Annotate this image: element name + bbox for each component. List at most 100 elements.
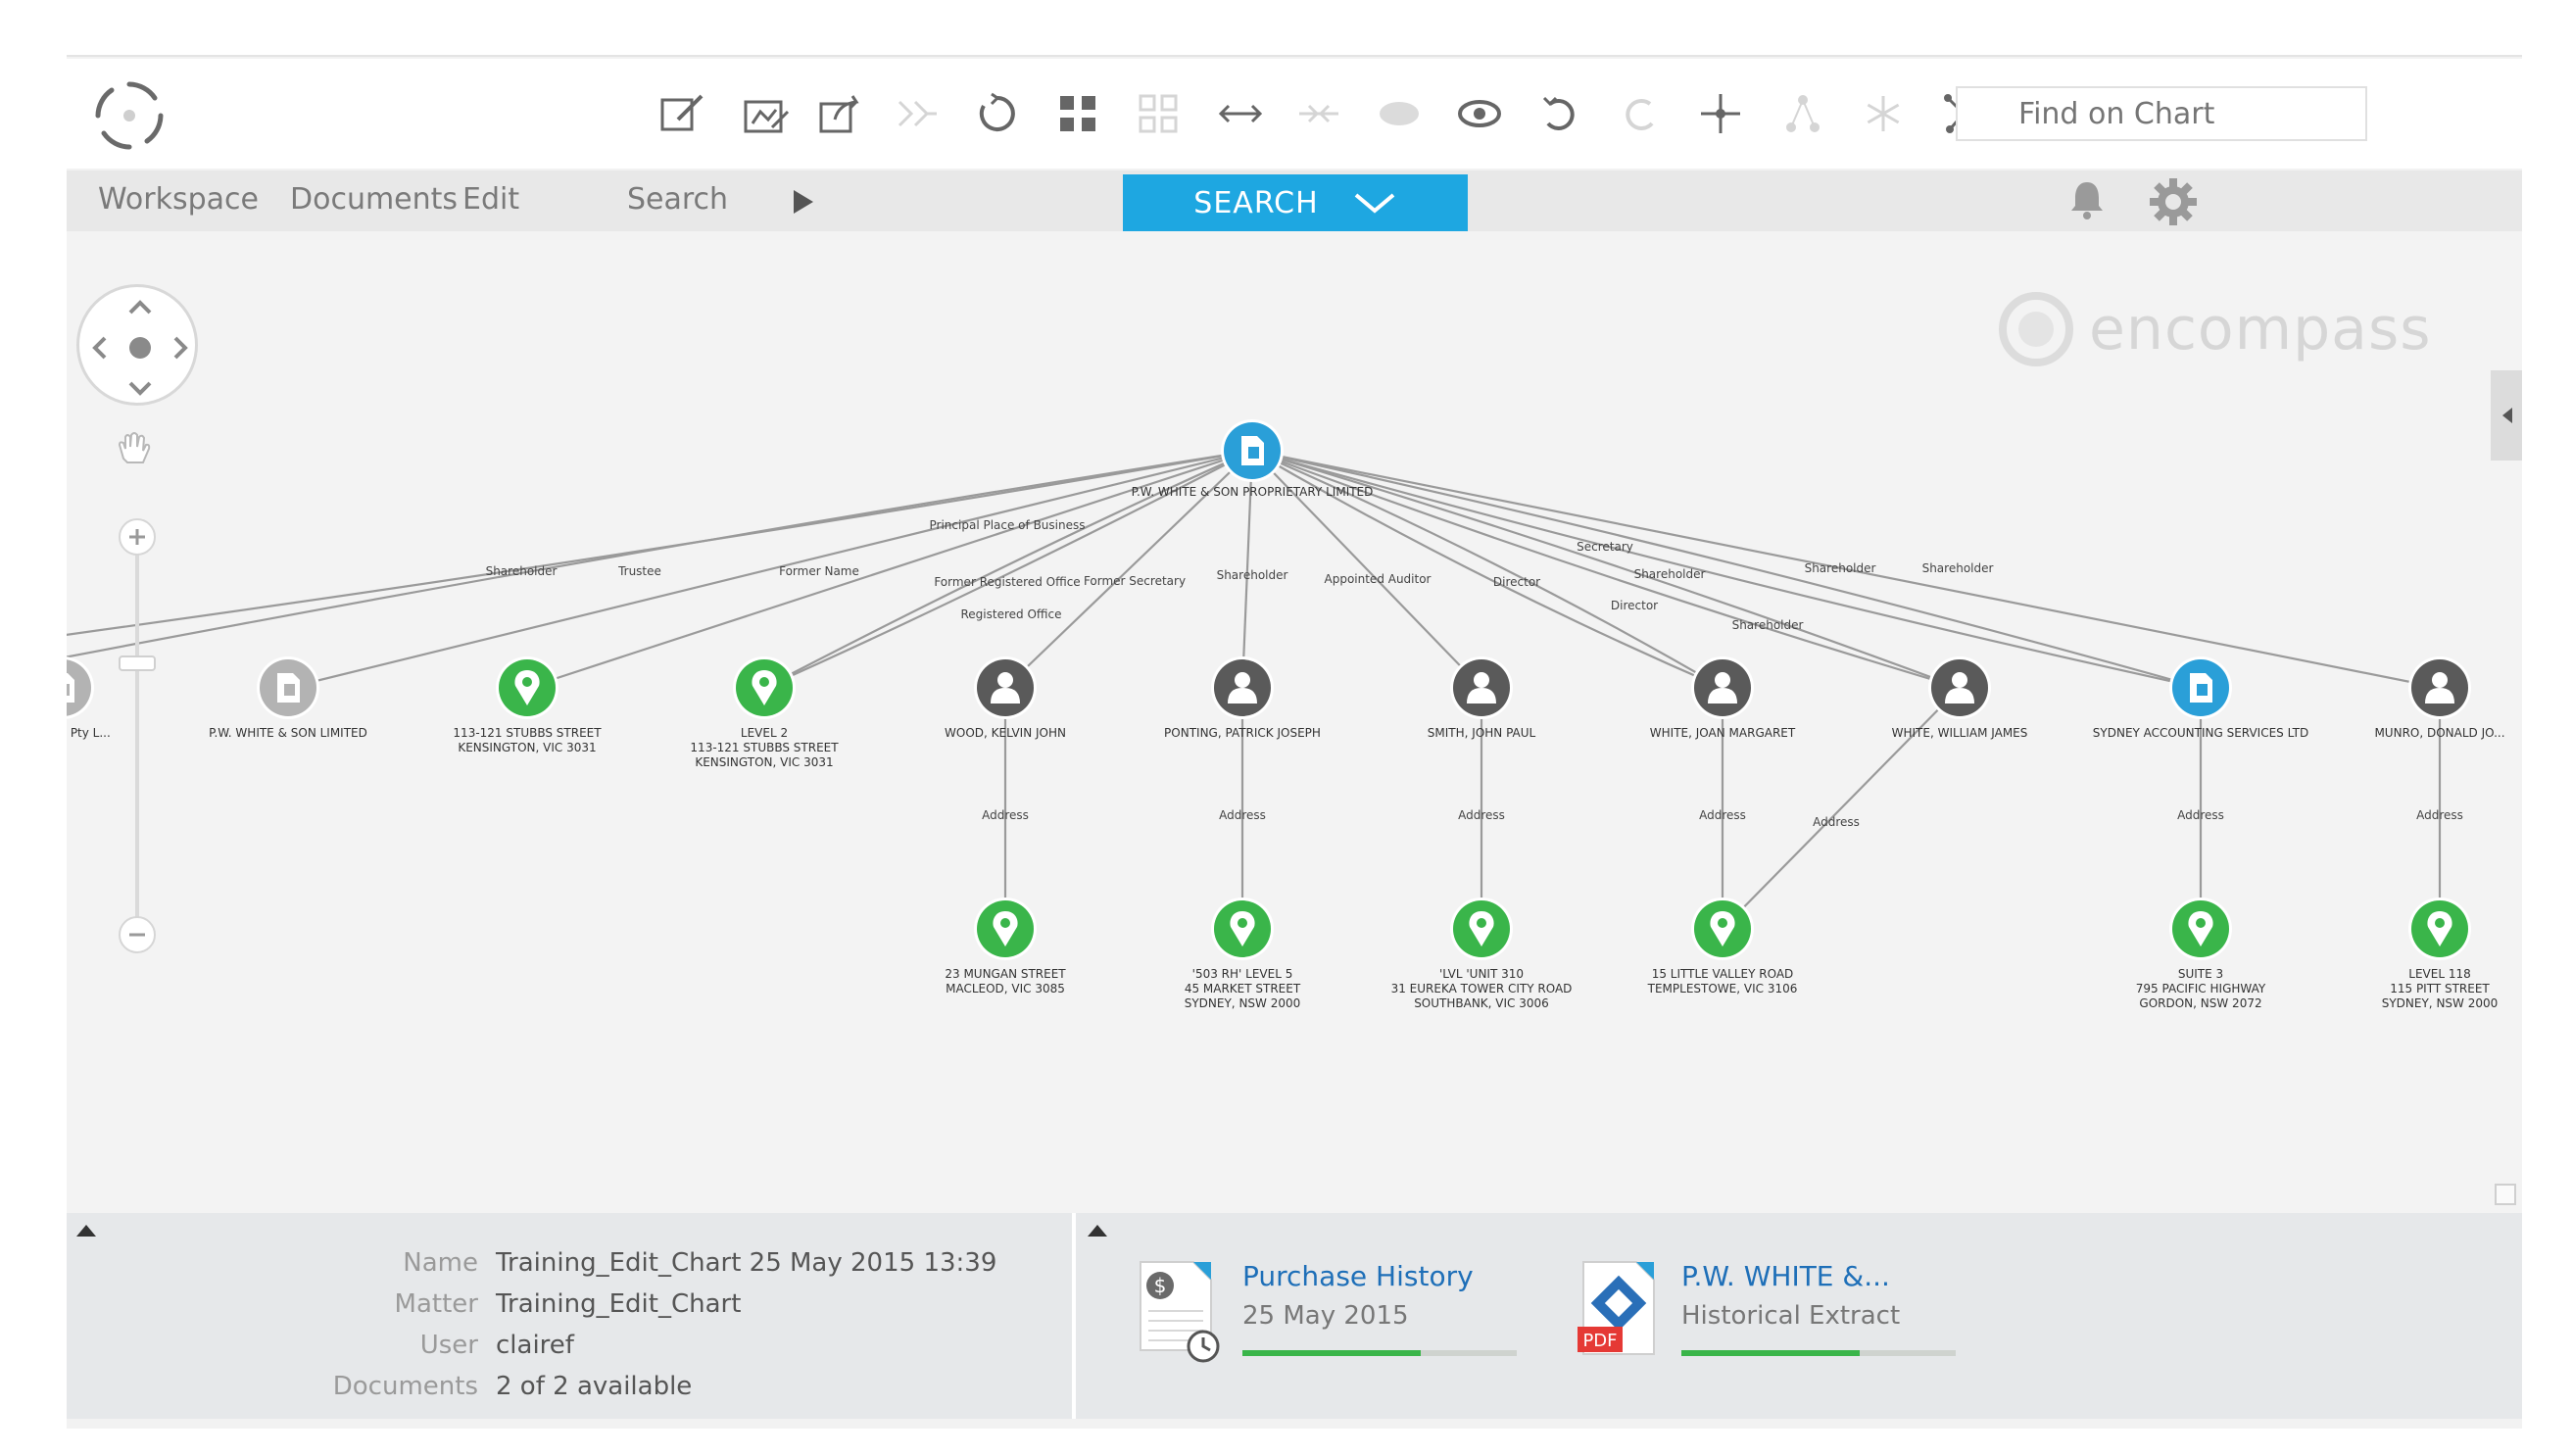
- collapse-documents-icon[interactable]: [1088, 1225, 1107, 1237]
- location-pin-icon: [514, 670, 540, 705]
- show-button[interactable]: [1452, 86, 1507, 141]
- play-icon[interactable]: [794, 190, 813, 214]
- redo-button[interactable]: [1613, 86, 1668, 141]
- edge-label: Shareholder: [1805, 561, 1876, 575]
- graph-node-location[interactable]: [496, 656, 558, 719]
- refresh-button[interactable]: [970, 86, 1025, 141]
- document-title[interactable]: P.W. WHITE &...: [1681, 1260, 1890, 1292]
- menu-bar: Workspace Documents Edit Search SEARCH: [67, 170, 2522, 231]
- graph-node-company-grey[interactable]: [67, 656, 94, 719]
- graph-edge[interactable]: [1722, 687, 1961, 930]
- zoom-slider[interactable]: [98, 498, 176, 1086]
- graph-edge[interactable]: [1251, 449, 1723, 689]
- node-label: KENSINGTON, VIC 3031: [458, 741, 596, 754]
- graph-edge[interactable]: [67, 449, 1253, 643]
- person-icon: [1228, 672, 1257, 704]
- export-button[interactable]: [813, 86, 868, 141]
- expand-links-button[interactable]: [890, 86, 945, 141]
- hierarchy-icon: [1786, 95, 1820, 132]
- menu-workspace[interactable]: Workspace: [98, 182, 259, 217]
- menu-search[interactable]: Search: [627, 182, 729, 217]
- settings-gear-icon[interactable]: [2148, 176, 2199, 227]
- undo-button[interactable]: [1532, 86, 1587, 141]
- graph-node-location[interactable]: [1691, 898, 1754, 960]
- graph-node-person[interactable]: [1211, 656, 1274, 719]
- node-label: SYDNEY ACCOUNTING SERVICES LTD: [2093, 726, 2308, 740]
- graph-edge[interactable]: [763, 450, 1253, 690]
- graph-node-location[interactable]: [2408, 898, 2471, 960]
- graph-node-location[interactable]: [1211, 898, 1274, 960]
- notifications-bell-icon[interactable]: [2065, 178, 2109, 221]
- menu-edit[interactable]: Edit: [462, 182, 520, 217]
- corner-expand-icon[interactable]: [2495, 1184, 2516, 1205]
- graph-node-location[interactable]: [733, 656, 796, 719]
- edit-chart-icon: [660, 94, 704, 131]
- hide-icon: [1380, 102, 1419, 125]
- document-progress-fill: [1681, 1350, 1860, 1356]
- graph-node-person[interactable]: [974, 656, 1037, 719]
- document-historical-extract[interactable]: PDF P.W. WHITE &... Historical Extract: [1574, 1256, 1985, 1383]
- edit-layout-icon: [744, 100, 790, 133]
- edge-label: Trustee: [617, 564, 661, 578]
- graph-node-person[interactable]: [2408, 656, 2471, 719]
- graph-node-person[interactable]: [1450, 656, 1513, 719]
- graph-edge[interactable]: [1251, 449, 2202, 690]
- root-company-node[interactable]: [1221, 419, 1284, 482]
- side-panel-toggle[interactable]: [2491, 370, 2522, 461]
- collapse-horizontal-icon: [1299, 104, 1338, 123]
- graph-edge[interactable]: [1251, 449, 2441, 690]
- graph-node-company-grey[interactable]: [257, 656, 319, 719]
- move-icon: [1701, 94, 1740, 133]
- graph-edge[interactable]: [1251, 450, 1482, 689]
- fit-chart-button[interactable]: [1050, 86, 1105, 141]
- hand-tool-icon[interactable]: [114, 429, 157, 468]
- graph-edge[interactable]: [763, 449, 1253, 689]
- graph-edge[interactable]: [1251, 449, 2202, 690]
- bottom-panel: Name Training_Edit_Chart 25 May 2015 13:…: [67, 1213, 2522, 1419]
- search-button[interactable]: SEARCH: [1123, 174, 1468, 231]
- node-label: TEMPLESTOWE, VIC 3106: [1647, 982, 1798, 995]
- graph-edge[interactable]: [1251, 450, 1723, 690]
- graph-edge[interactable]: [526, 449, 1253, 690]
- collapse-horizontal-button[interactable]: [1291, 86, 1346, 141]
- company-document-icon: [277, 673, 300, 703]
- snowflake-button[interactable]: [1856, 86, 1911, 141]
- info-label: Name: [403, 1248, 478, 1278]
- edit-chart-button[interactable]: [655, 86, 709, 141]
- fit-selection-button[interactable]: [1131, 86, 1186, 141]
- node-label: 31 EUREKA TOWER CITY ROAD: [1391, 982, 1573, 995]
- graph-edge[interactable]: [1004, 450, 1253, 689]
- graph-node-person[interactable]: [1691, 656, 1754, 719]
- spread-horizontal-icon: [1218, 104, 1263, 123]
- menu-documents[interactable]: Documents: [290, 182, 459, 217]
- document-title[interactable]: Purchase History: [1242, 1260, 1474, 1292]
- pan-control[interactable]: [76, 284, 198, 406]
- graph-edge[interactable]: [1251, 449, 1961, 690]
- graph-node-person[interactable]: [1928, 656, 1991, 719]
- fit-selection-icon: [1139, 94, 1178, 133]
- graph-edge[interactable]: [1251, 449, 1961, 690]
- node-label: 115 PITT STREET: [2390, 982, 2490, 995]
- graph-node-location[interactable]: [974, 898, 1037, 960]
- app-logo-icon[interactable]: [90, 76, 169, 155]
- node-label: WHITE, JOAN MARGARET: [1650, 726, 1796, 740]
- edit-layout-button[interactable]: [739, 86, 794, 141]
- documents-panel: $ Purchase History 25 May 2015 PDF P.W. …: [1080, 1213, 2522, 1419]
- graph-node-company[interactable]: [2169, 656, 2232, 719]
- spread-horizontal-button[interactable]: [1213, 86, 1268, 141]
- graph-edge[interactable]: [67, 449, 1253, 668]
- edge-label: Director: [1611, 599, 1658, 612]
- hide-button[interactable]: [1372, 86, 1427, 141]
- move-button[interactable]: [1693, 86, 1748, 141]
- node-label: GORDON, NSW 2072: [2139, 996, 2261, 1010]
- find-on-chart-input[interactable]: [1956, 86, 2367, 141]
- graph-node-location[interactable]: [1450, 898, 1513, 960]
- hierarchy-button[interactable]: [1775, 86, 1830, 141]
- collapse-info-icon[interactable]: [76, 1225, 96, 1237]
- node-layer: [67, 419, 2471, 960]
- graph-node-location[interactable]: [2169, 898, 2232, 960]
- info-row-name: Name Training_Edit_Chart 25 May 2015 13:…: [67, 1248, 1076, 1287]
- document-purchase-history[interactable]: $ Purchase History 25 May 2015: [1135, 1256, 1546, 1383]
- graph-edge[interactable]: [287, 449, 1253, 690]
